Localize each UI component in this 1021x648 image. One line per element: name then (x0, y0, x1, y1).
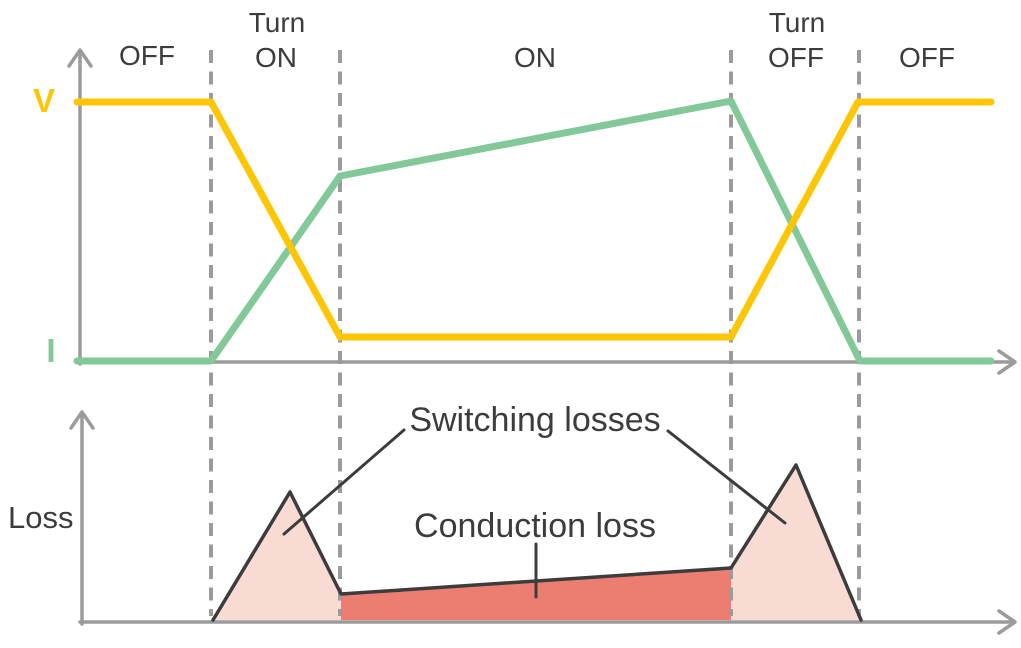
phase-label-off-right: OFF (899, 42, 955, 73)
callout-line-switching-right (666, 429, 787, 525)
voltage-axis-label: V (33, 82, 55, 119)
conduction-loss-label: Conduction loss (414, 507, 656, 545)
phase-labels: OFF Turn ON ON Turn OFF OFF (119, 7, 955, 73)
switching-loss-right-area (731, 465, 861, 620)
switching-loss-left-area (213, 492, 341, 620)
loss-y-axis-arrow-icon (69, 410, 95, 430)
phase-label-turn-off-line1: Turn (769, 7, 826, 38)
loss-chart-axes (69, 410, 1017, 635)
phase-label-turn-on-line1: Turn (249, 7, 306, 38)
current-axis-label: I (46, 332, 55, 369)
phase-label-turn-on-line2: ON (255, 42, 297, 73)
loss-axis-label: Loss (8, 500, 73, 535)
phase-label-off-left: OFF (119, 40, 175, 71)
callout-line-switching-left (282, 428, 406, 536)
top-y-axis-arrow-icon (67, 48, 93, 68)
voltage-waveform (73, 98, 995, 341)
switching-losses-label: Switching losses (409, 401, 660, 439)
phase-label-turn-off-line2: OFF (768, 42, 824, 73)
loss-x-axis-arrow-icon (997, 609, 1017, 635)
current-waveform (73, 97, 995, 365)
top-chart-axes (67, 48, 1017, 375)
phase-label-on: ON (514, 42, 556, 73)
top-x-axis-arrow-icon (997, 349, 1017, 375)
